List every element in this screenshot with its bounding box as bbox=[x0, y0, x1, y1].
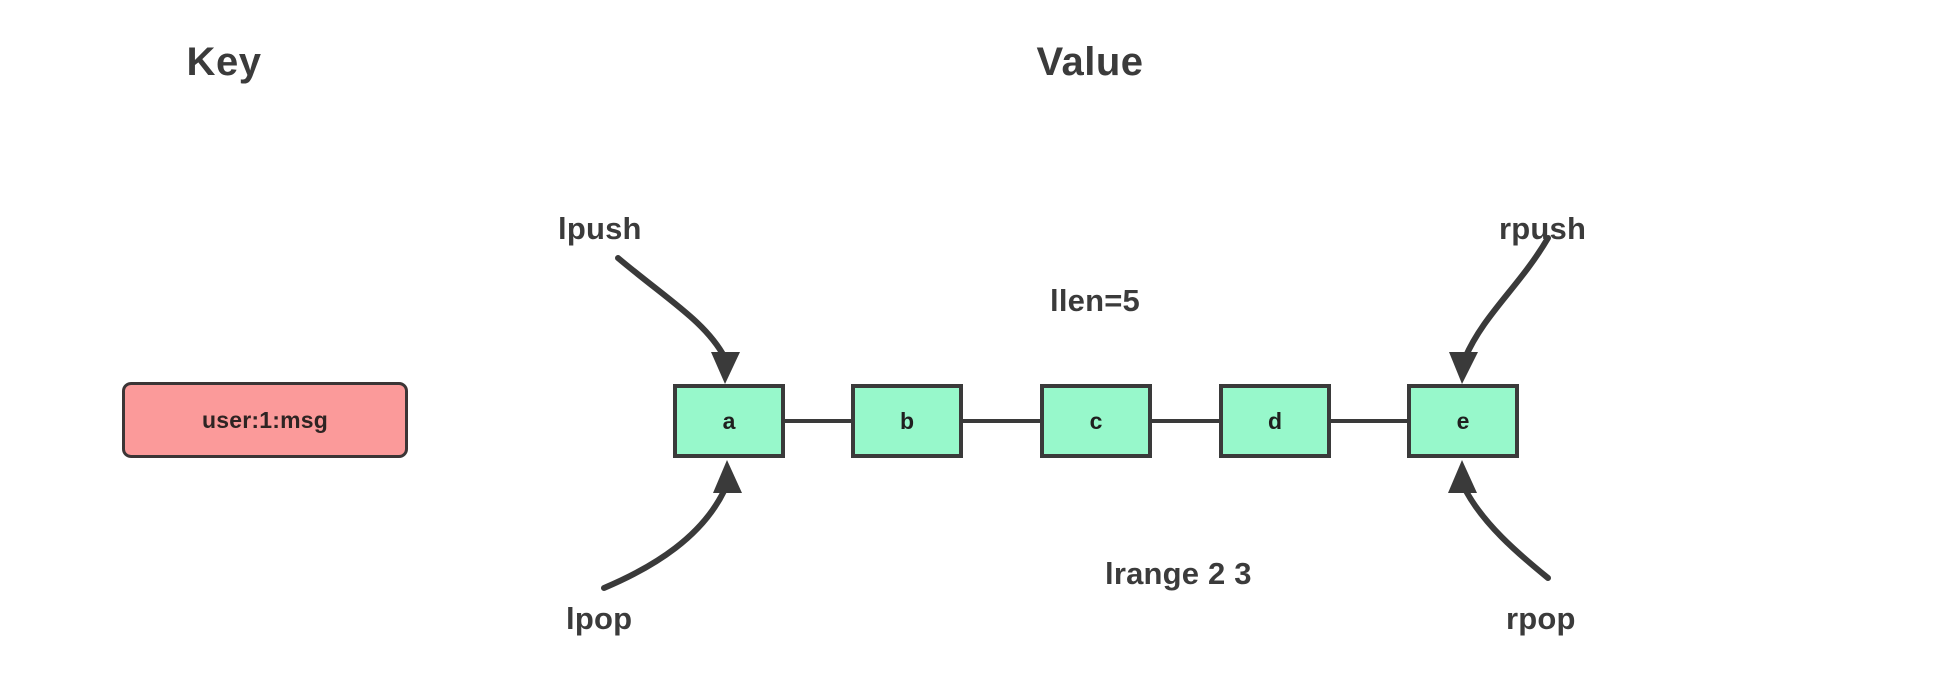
annotation-llen: llen=5 bbox=[1050, 283, 1140, 318]
list-node-label: b bbox=[899, 407, 915, 434]
list-link-a-b bbox=[785, 419, 851, 423]
column-heading-value: Value bbox=[1036, 40, 1144, 84]
operation-label-lpush: lpush bbox=[558, 211, 642, 246]
key-box: user:1:msg bbox=[122, 382, 408, 458]
list-node-b: b bbox=[851, 384, 963, 458]
annotation-lrange: lrange 2 3 bbox=[1105, 556, 1252, 591]
operation-label-lpop: lpop bbox=[566, 601, 633, 636]
key-box-label: user:1:msg bbox=[202, 406, 328, 433]
operation-label-rpop: rpop bbox=[1506, 601, 1576, 636]
rpop-arrow bbox=[1448, 460, 1551, 581]
lpop-arrow bbox=[601, 460, 742, 591]
lpush-arrow bbox=[615, 255, 740, 384]
operation-label-rpush: rpush bbox=[1499, 211, 1587, 246]
list-link-d-e bbox=[1331, 419, 1407, 423]
list-link-b-c bbox=[963, 419, 1040, 423]
list-node-label: d bbox=[1267, 407, 1283, 434]
list-node-label: e bbox=[1456, 407, 1470, 434]
list-node-c: c bbox=[1040, 384, 1152, 458]
list-node-e: e bbox=[1407, 384, 1519, 458]
list-node-label: c bbox=[1089, 407, 1103, 434]
list-link-c-d bbox=[1152, 419, 1219, 423]
list-node-a: a bbox=[673, 384, 785, 458]
column-heading-key: Key bbox=[186, 40, 262, 84]
rpush-arrow bbox=[1449, 235, 1551, 384]
list-node-label: a bbox=[722, 407, 736, 434]
list-node-d: d bbox=[1219, 384, 1331, 458]
